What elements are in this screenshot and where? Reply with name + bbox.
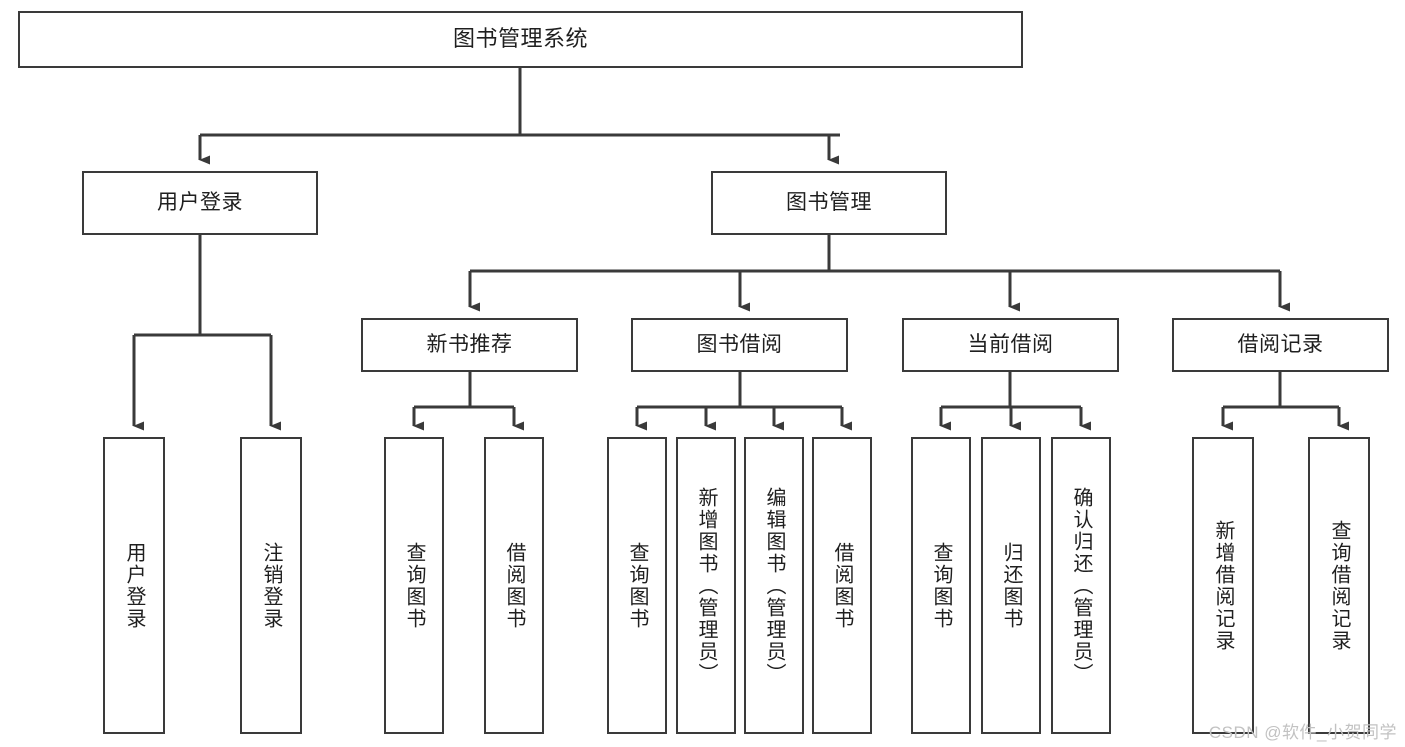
node-label: 确认归还（管理员） [1070,486,1092,685]
node-label: 借阅记录 [1237,333,1324,357]
leaf-borrow-book-newbook[interactable]: 借阅图书 [484,437,544,734]
node-label: 图书借阅 [696,333,783,357]
node-label: 当前借阅 [967,333,1054,357]
node-label: 图书管理 [786,191,872,215]
leaf-borrow-book[interactable]: 借阅图书 [812,437,872,734]
node-root-system[interactable]: 图书管理系统 [18,11,1023,68]
node-label: 查询图书 [930,541,952,630]
leaf-logout[interactable]: 注销登录 [240,437,302,734]
node-label: 查询借阅记录 [1328,519,1350,652]
leaf-user-login[interactable]: 用户登录 [103,437,165,734]
node-label: 新增借阅记录 [1212,519,1234,652]
leaf-add-book-admin[interactable]: 新增图书（管理员） [676,437,736,734]
node-label: 图书管理系统 [452,26,588,52]
node-book-borrow[interactable]: 图书借阅 [631,318,848,372]
node-label: 新增图书（管理员） [695,486,717,685]
node-label: 借阅图书 [831,541,853,630]
node-label: 新书推荐 [426,333,513,357]
node-label: 查询图书 [403,541,425,630]
node-user-login[interactable]: 用户登录 [82,171,318,235]
leaf-add-borrow-record[interactable]: 新增借阅记录 [1192,437,1254,734]
node-label: 注销登录 [260,541,282,630]
leaf-query-book-current[interactable]: 查询图书 [911,437,971,734]
leaf-confirm-return-admin[interactable]: 确认归还（管理员） [1051,437,1111,734]
node-label: 查询图书 [626,541,648,630]
node-borrow-record[interactable]: 借阅记录 [1172,318,1389,372]
leaf-return-book[interactable]: 归还图书 [981,437,1041,734]
leaf-edit-book-admin[interactable]: 编辑图书（管理员） [744,437,804,734]
node-label: 借阅图书 [503,541,525,630]
leaf-query-book-borrow[interactable]: 查询图书 [607,437,667,734]
node-book-management[interactable]: 图书管理 [711,171,947,235]
node-label: 编辑图书（管理员） [763,486,785,685]
node-label: 用户登录 [123,541,145,630]
node-current-borrow[interactable]: 当前借阅 [902,318,1119,372]
node-new-book-recommend[interactable]: 新书推荐 [361,318,578,372]
node-label: 用户登录 [157,191,243,215]
leaf-query-borrow-record[interactable]: 查询借阅记录 [1308,437,1370,734]
leaf-query-book-newbook[interactable]: 查询图书 [384,437,444,734]
node-label: 归还图书 [1000,541,1022,630]
